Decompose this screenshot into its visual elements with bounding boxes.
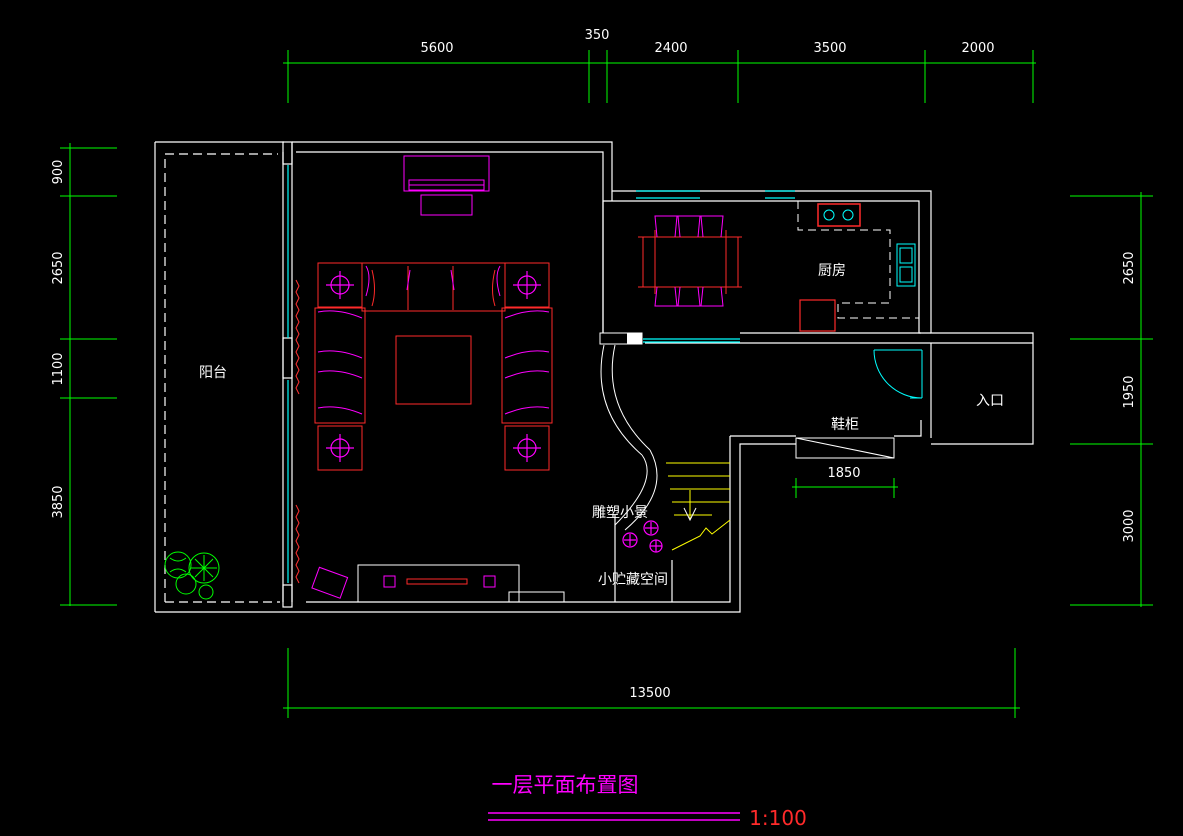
dim-shoe-cabinet-1850: 1850	[827, 466, 860, 481]
dimension-top	[283, 50, 1036, 103]
dim-left-2650: 2650	[51, 251, 66, 284]
stair-arrow-icon	[683, 507, 697, 522]
dim-left-1100: 1100	[51, 352, 66, 385]
dim-top-2000: 2000	[961, 41, 994, 56]
dimension-right	[1070, 192, 1153, 607]
label-kitchen: 厨房	[818, 263, 846, 279]
sofa-accents	[317, 265, 550, 415]
dim-top-350: 350	[585, 28, 610, 43]
dim-top-3500: 3500	[813, 41, 846, 56]
dining-table	[638, 230, 742, 294]
dim-left-900: 900	[51, 160, 66, 185]
label-storage: 小贮藏空间	[598, 572, 668, 588]
cabinet-bottom	[357, 564, 565, 603]
balcony-outline	[164, 153, 280, 603]
dim-top-5600: 5600	[420, 41, 453, 56]
drawing-scale: 1:100	[749, 806, 807, 830]
label-sculpture: 雕塑小景	[592, 505, 648, 521]
shoe-cabinet	[795, 437, 895, 459]
sculpture-icon	[622, 520, 663, 553]
dim-top-2400: 2400	[654, 41, 687, 56]
stairs	[666, 462, 731, 551]
dimension-bottom	[283, 648, 1020, 718]
dim-right-2650: 2650	[1122, 251, 1137, 284]
label-balcony: 阳台	[199, 365, 227, 381]
entrance-door	[873, 349, 923, 399]
stove	[817, 203, 861, 227]
dim-bottom-13500: 13500	[629, 686, 670, 701]
dining-chairs	[654, 215, 724, 307]
walls	[154, 141, 1034, 613]
plant-icon	[164, 551, 220, 600]
title-underline	[488, 812, 740, 821]
lamp-tables	[326, 271, 541, 462]
curtains	[295, 279, 300, 584]
sink	[896, 243, 916, 287]
curved-partition	[600, 344, 658, 531]
dim-left-3850: 3850	[51, 485, 66, 518]
armchair	[311, 566, 349, 599]
sofa-set	[314, 262, 553, 471]
dimension-left	[60, 143, 117, 606]
drawing-title: 一层平面布置图	[492, 773, 639, 797]
dim-right-3000: 3000	[1122, 509, 1137, 542]
label-shoe-cabinet: 鞋柜	[831, 417, 859, 433]
dim-right-1950: 1950	[1122, 375, 1137, 408]
column-fill	[627, 333, 642, 344]
glass-panels	[287, 165, 795, 583]
tv-console	[403, 155, 490, 216]
fridge	[799, 299, 836, 332]
dimension-shoe-cabinet	[792, 478, 898, 498]
kitchen-counter	[797, 201, 919, 319]
label-entrance: 入口	[976, 393, 1004, 409]
